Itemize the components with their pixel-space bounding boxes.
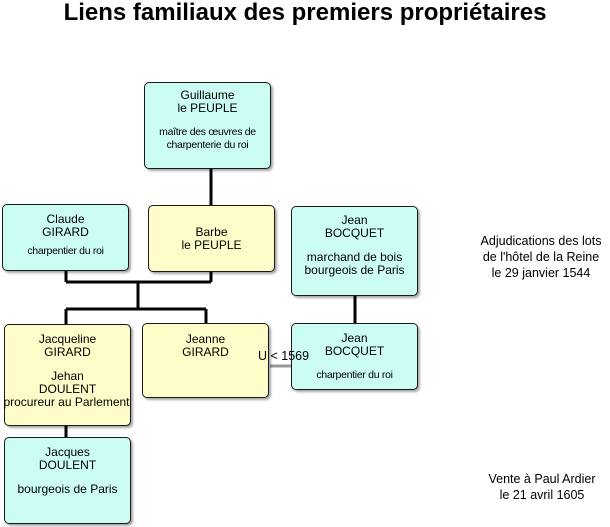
last-name: GIRARD bbox=[42, 225, 89, 239]
role: charpenterie du roi bbox=[166, 139, 249, 151]
last-name: le PEUPLE bbox=[181, 238, 242, 252]
person-guillaume-le-peuple: Guillaume le PEUPLE maître des œuvres de… bbox=[144, 82, 271, 169]
note-vente: Vente à Paul Ardier le 21 avril 1605 bbox=[477, 471, 607, 503]
role: bourgeois de Paris bbox=[304, 263, 405, 277]
last-name: DOULENT bbox=[38, 458, 97, 472]
note-line: le 21 avril 1605 bbox=[499, 488, 585, 502]
first-name: Guillaume bbox=[180, 88, 235, 102]
person-barbe-le-peuple: Barbe le PEUPLE bbox=[148, 205, 275, 272]
last-name: le PEUPLE bbox=[177, 101, 238, 115]
role: marchand de bois bbox=[306, 250, 403, 264]
role: bourgeois de Paris bbox=[17, 482, 118, 496]
last-name: BOCQUET bbox=[324, 344, 385, 358]
person-jean-bocquet-charpentier: Jean BOCQUET charpentier du roi bbox=[291, 323, 418, 390]
note-line: Vente à Paul Ardier bbox=[488, 472, 596, 486]
person-jeanne-girard: Jeanne GIRARD bbox=[142, 323, 269, 398]
diagram-title: Liens familiaux des premiers propriétair… bbox=[63, 0, 547, 26]
union-label: U < 1569 bbox=[258, 349, 310, 363]
note-line: de l'hôtel de la Reine bbox=[482, 250, 600, 264]
person-jacques-doulent: Jacques DOULENT bourgeois de Paris bbox=[4, 437, 131, 524]
role: charpentier du roi bbox=[27, 245, 104, 257]
note-adjudication: Adjudications des lots de l'hôtel de la … bbox=[472, 233, 610, 281]
spouse-first-name: Jehan bbox=[51, 369, 84, 383]
last-name: GIRARD bbox=[44, 345, 91, 359]
first-name: Jean bbox=[341, 331, 368, 345]
spouse-last-name: DOULENT bbox=[38, 382, 97, 396]
first-name: Jacqueline bbox=[38, 332, 97, 346]
first-name: Jeanne bbox=[185, 332, 226, 346]
role: charpentier du roi bbox=[316, 369, 393, 381]
spouse-role: procureur au Parlement bbox=[3, 395, 130, 409]
role: maître des œuvres de bbox=[159, 126, 256, 138]
person-jacqueline-girard: Jacqueline GIRARD Jehan DOULENT procureu… bbox=[3, 324, 131, 426]
note-line: le 29 janvier 1544 bbox=[491, 266, 591, 280]
first-name: Barbe bbox=[195, 225, 228, 239]
person-jean-bocquet-marchand: Jean BOCQUET marchand de bois bourgeois … bbox=[291, 206, 418, 296]
first-name: Jean bbox=[341, 213, 368, 227]
note-line: Adjudications des lots bbox=[480, 234, 602, 248]
last-name: GIRARD bbox=[182, 345, 229, 359]
last-name: BOCQUET bbox=[324, 226, 385, 240]
first-name: Claude bbox=[46, 212, 85, 226]
first-name: Jacques bbox=[45, 445, 90, 459]
person-claude-girard: Claude GIRARD charpentier du roi bbox=[2, 204, 129, 271]
